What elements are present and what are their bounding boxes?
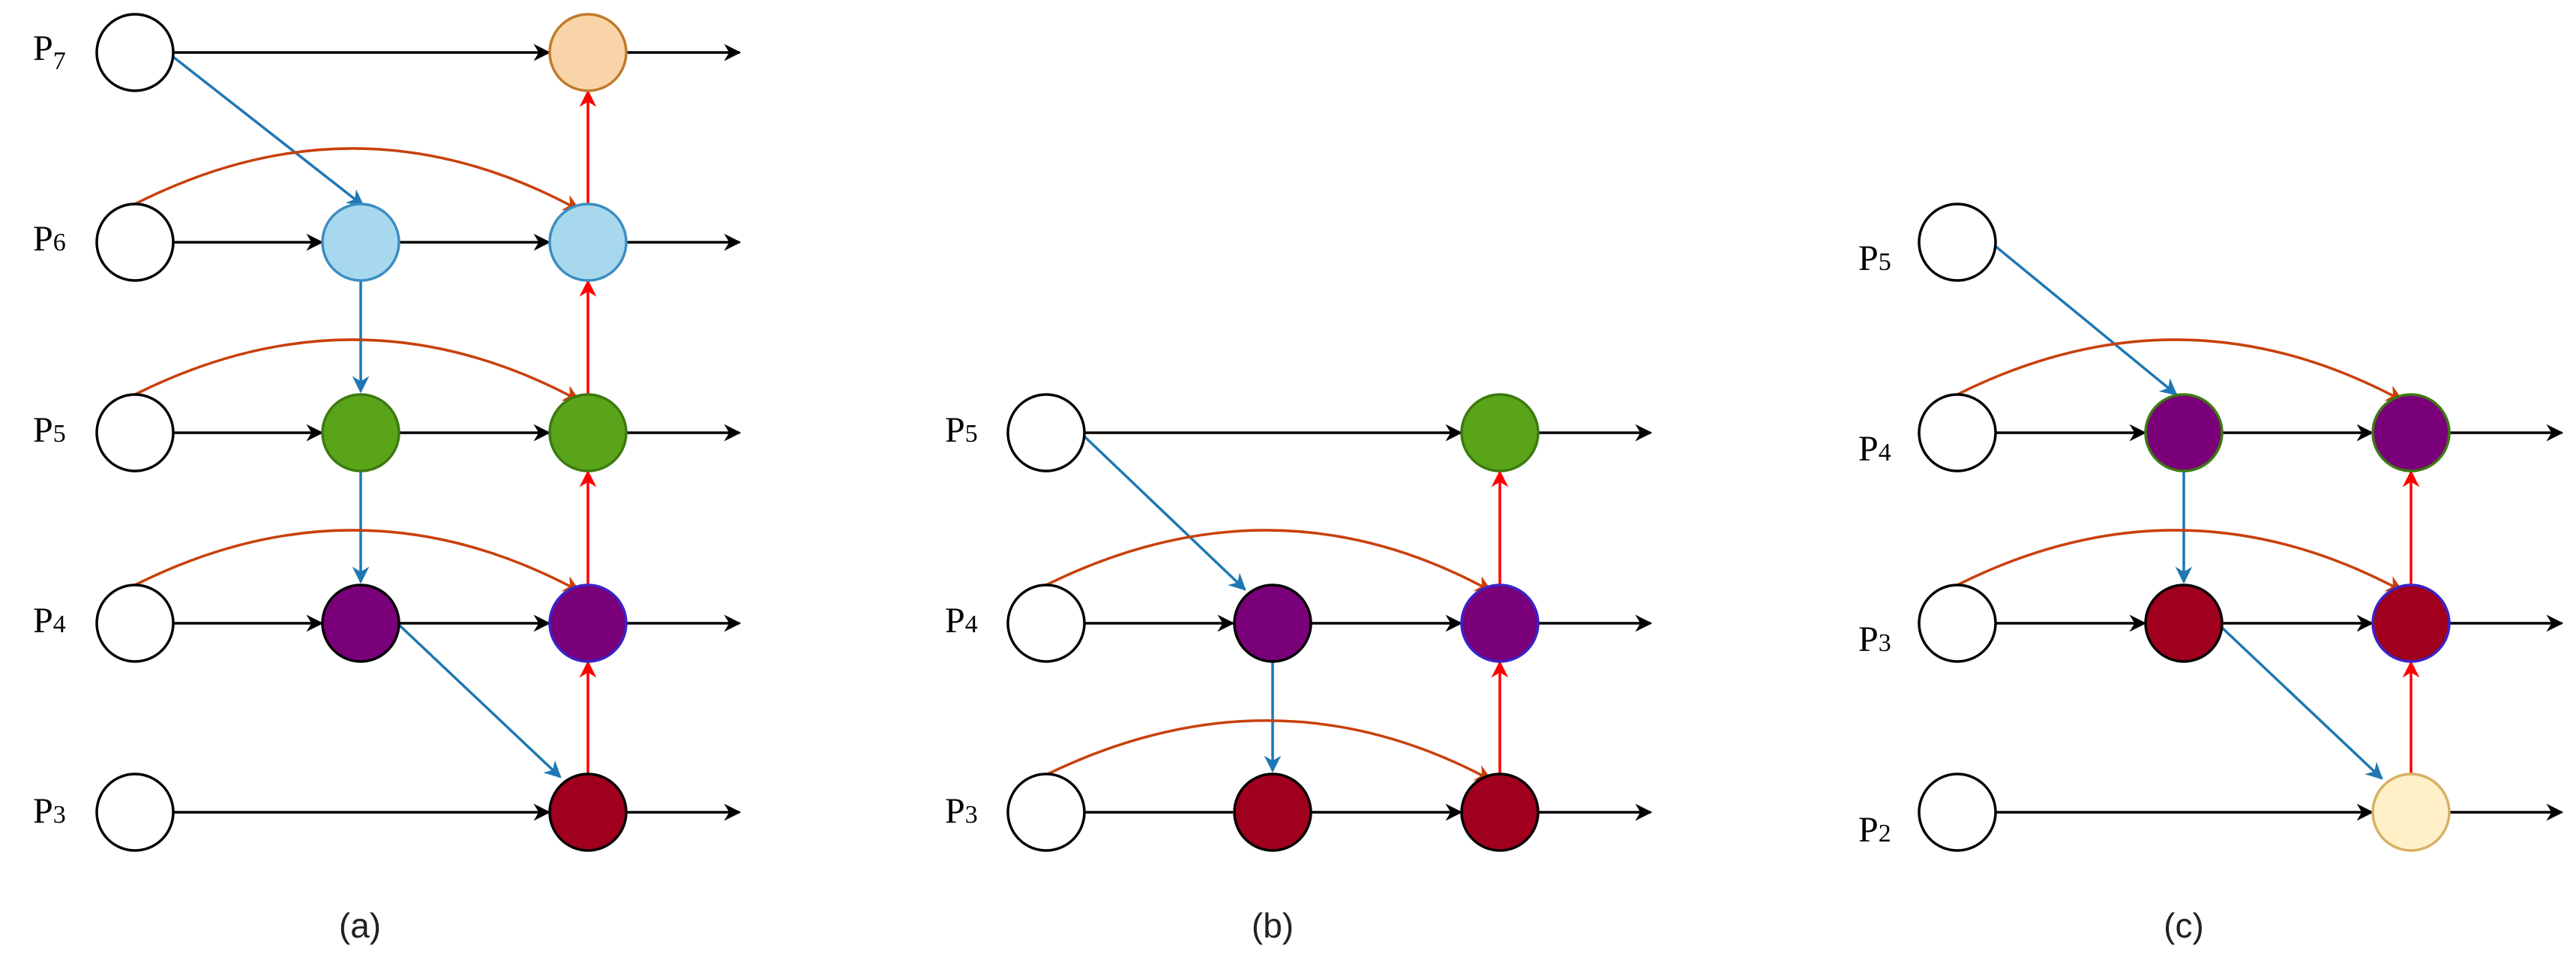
arrow-blue [398,624,562,778]
node-top-down-purple [321,584,400,663]
node-top-down-dark-red [2144,584,2224,663]
node-output-dark-red [548,772,628,852]
panel-c: P5 P4 P3 P2 (c) [1858,202,2564,945]
level-label-c-1: P4 [1858,429,1891,469]
level-label-a-2: P5 [33,410,66,450]
level-label-b-1: P4 [945,601,978,640]
arrow-skip-curve [1045,529,1492,592]
node-input [95,584,175,663]
node-input [1918,202,1997,282]
node-input [1918,772,1997,852]
node-output-green [548,393,628,472]
caption-b: (b) [1252,906,1294,945]
node-output-peach [548,13,628,92]
node-output-dark-red [2371,584,2451,663]
node-output-green [1460,393,1540,472]
arrow-skip-curve [134,529,581,592]
level-label-c-0: P5 [1858,238,1891,278]
level-label-a-3: P4 [33,601,66,640]
node-output-purple [2371,393,2451,472]
node-input [1918,584,1997,663]
node-input [1006,584,1086,663]
arrow-blue [1992,243,2178,396]
arrow-blue [1081,434,1246,591]
level-label-c-3: P2 [1858,810,1891,850]
node-output-purple [1460,584,1540,663]
node-top-down-dark-red [1233,772,1312,852]
level-label-c-2: P3 [1858,620,1891,659]
panel-b: P5 P4 P3 (b) [945,393,1653,945]
node-input [95,202,175,282]
node-input [95,13,175,92]
arrow-skip-curve [1957,529,2404,592]
level-label-a-0: P7 [33,28,66,75]
node-output-dark-red [1460,772,1540,852]
caption-c: (c) [2164,906,2204,945]
level-label-b-2: P3 [945,791,978,831]
node-top-down-purple [2144,393,2224,472]
node-input [1006,393,1086,472]
arrow-blue [168,52,364,207]
arrow-skip-curve [1957,338,2404,402]
arrow-blue [2220,626,2383,780]
node-top-down-green [321,393,400,472]
arrow-skip-curve [1045,719,1493,782]
node-top-down-purple [1233,584,1312,663]
node-input [95,772,175,852]
node-input [1918,393,1997,472]
node-output-light-blue [548,202,628,282]
panel-a: P7 P6 P5 P4 P3 [33,13,742,945]
level-label-a-4: P3 [33,791,66,831]
caption-a: (a) [339,906,381,945]
node-input [95,393,175,472]
arrow-skip-curve [134,338,581,402]
node-output-pale-yellow [2371,772,2451,852]
node-top-down-light-blue [321,202,400,282]
level-label-b-0: P5 [945,410,978,450]
level-label-a-1: P6 [33,219,66,259]
arrow-skip-curve [134,147,580,212]
node-output-purple [548,584,628,663]
node-input [1006,772,1086,852]
